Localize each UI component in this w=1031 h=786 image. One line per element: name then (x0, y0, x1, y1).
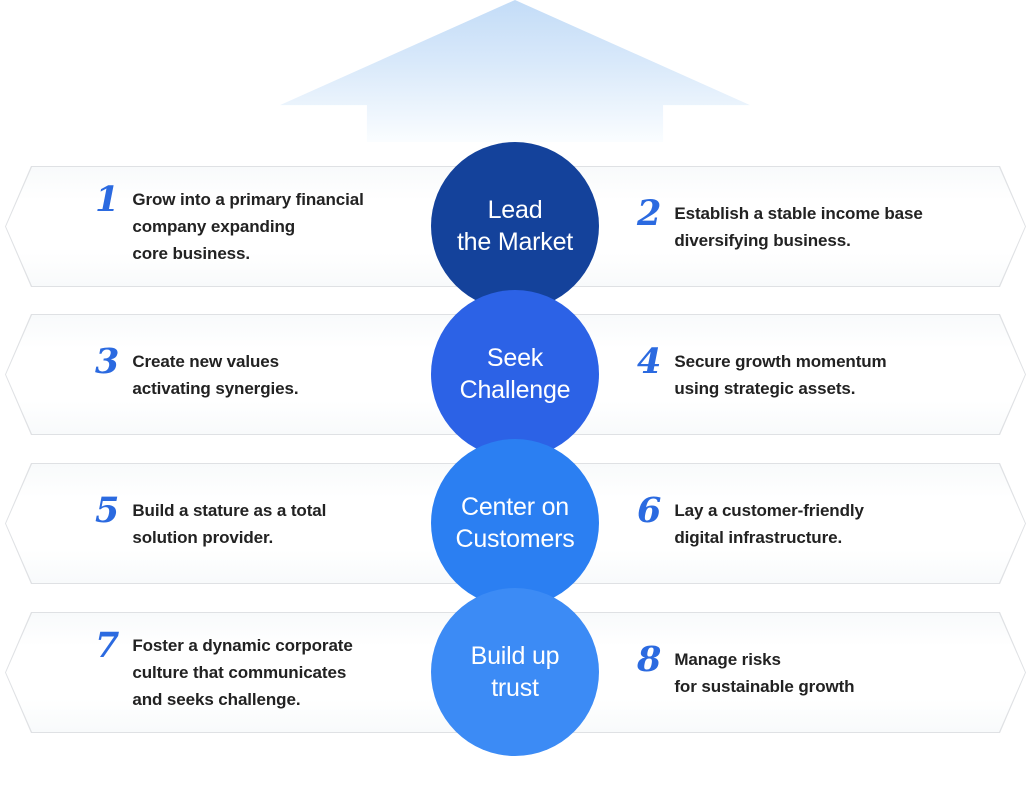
objective-4-number: 4 (637, 340, 662, 382)
objective-7-group: 7 Foster a dynamic corporate culture tha… (95, 632, 353, 713)
objective-8-group: 8 Manage risks for sustainable growth (637, 646, 854, 700)
strategy-circle-2-label: Seek Challenge (459, 344, 571, 404)
objective-1-number: 1 (95, 179, 120, 220)
objective-5-text: Build a stature as a total solution prov… (132, 500, 327, 547)
objective-2-group: 2 Establish a stable income base diversi… (637, 200, 923, 254)
objective-2-number: 2 (637, 192, 662, 234)
objective-4-text: Secure growth momentum using strategic a… (674, 351, 887, 398)
strategy-circle-4-label: Build up trust (470, 642, 560, 702)
objective-4: 4 Secure growth momentum using strategic… (637, 314, 887, 435)
objective-5-number: 5 (95, 489, 120, 531)
objective-5: 5 Build a stature as a total solution pr… (95, 463, 326, 584)
objective-2: 2 Establish a stable income base diversi… (637, 166, 923, 287)
strategy-circle-2: Seek Challenge (431, 290, 599, 458)
strategy-circle-1: Lead the Market (431, 142, 599, 310)
strategy-circle-4: Build up trust (431, 588, 599, 756)
objective-1: 1 Grow into a primary financial company … (95, 166, 364, 287)
objective-7-text: Foster a dynamic corporate culture that … (132, 636, 353, 709)
objective-1-group: 1 Grow into a primary financial company … (95, 186, 364, 267)
strategy-circle-1-label: Lead the Market (456, 196, 574, 256)
objective-6-text: Lay a customer-friendly digital infrastr… (674, 500, 864, 547)
objective-4-group: 4 Secure growth momentum using strategic… (637, 348, 887, 402)
objective-1-text: Grow into a primary financial company ex… (132, 190, 364, 263)
strategy-circle-3-label: Center on Customers (455, 493, 575, 553)
strategy-circle-3: Center on Customers (431, 439, 599, 607)
objective-3-text: Create new values activating synergies. (132, 351, 299, 398)
objective-3-number: 3 (95, 340, 120, 382)
objective-7-number: 7 (95, 625, 120, 666)
objective-8-number: 8 (637, 638, 662, 680)
objective-6: 6 Lay a customer-friendly digital infras… (637, 463, 864, 584)
up-arrow-icon (280, 0, 750, 142)
objective-7: 7 Foster a dynamic corporate culture tha… (95, 612, 353, 733)
objective-8: 8 Manage risks for sustainable growth (637, 612, 854, 733)
objective-2-text: Establish a stable income base diversify… (674, 203, 923, 250)
objective-3: 3 Create new values activating synergies… (95, 314, 298, 435)
objective-8-text: Manage risks for sustainable growth (674, 649, 855, 696)
objective-6-number: 6 (637, 489, 662, 531)
objective-5-group: 5 Build a stature as a total solution pr… (95, 497, 326, 551)
objective-6-group: 6 Lay a customer-friendly digital infras… (637, 497, 864, 551)
objective-3-group: 3 Create new values activating synergies… (95, 348, 298, 402)
